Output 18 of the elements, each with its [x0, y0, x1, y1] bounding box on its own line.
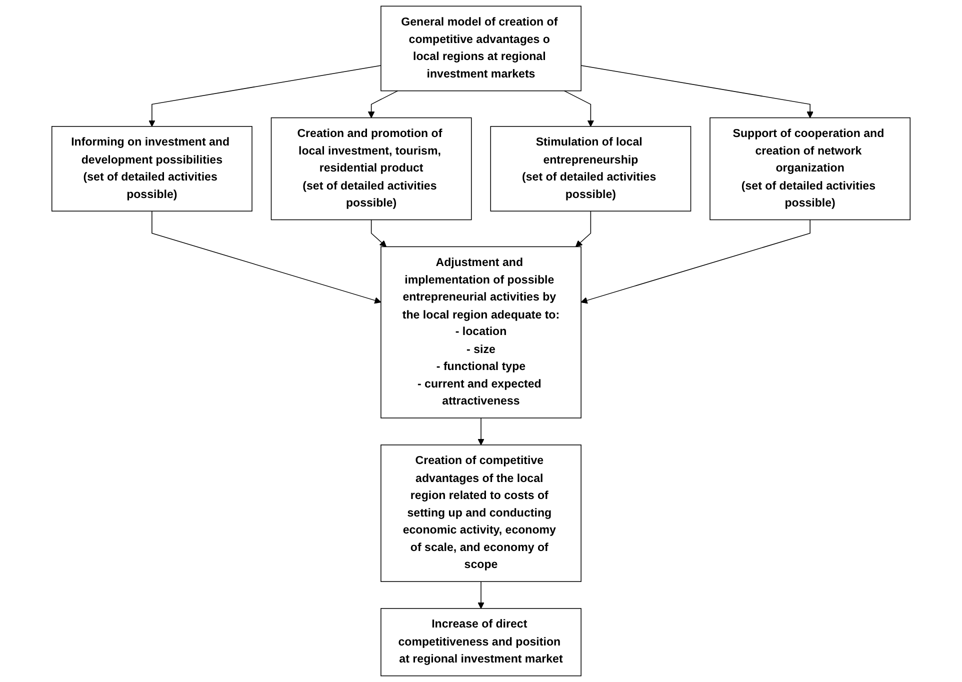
arrow: [575, 210, 592, 248]
arrow: [152, 210, 382, 304]
node-box: Informing on investment and development possibilities (set of detailed activities possible): [51, 126, 252, 212]
node-box: Adjustment and implementation of possible entrepreneurial activities by the local region adequate to: - location - size - functional type - current and expected attractiveness: [380, 246, 582, 418]
node-box: Increase of direct competitiveness and position at regional investment market: [380, 608, 582, 676]
arrow: [148, 65, 382, 127]
node-box: Support of cooperation and creation of network organization (set of detailed activities possible): [710, 117, 911, 220]
arrow: [478, 418, 484, 446]
node-box: Stimulation of local entrepreneurship (set of detailed activities possible): [490, 126, 692, 212]
arrow: [368, 90, 398, 118]
node-box: Creation and promotion of local investment, tourism, residential product (set of detailed activities possible): [270, 117, 472, 220]
arrow: [564, 90, 594, 127]
arrow: [580, 65, 814, 118]
node-box: Creation of competitive advantages of the local region related to costs of setting up and conducting economic activity, economy of scale, and economy of scope: [380, 444, 582, 582]
node-box: General model of creation of competitive advantages o local regions at regional investment markets: [380, 6, 582, 92]
arrow: [478, 581, 484, 609]
arrow: [370, 219, 387, 248]
arrow: [580, 219, 810, 304]
